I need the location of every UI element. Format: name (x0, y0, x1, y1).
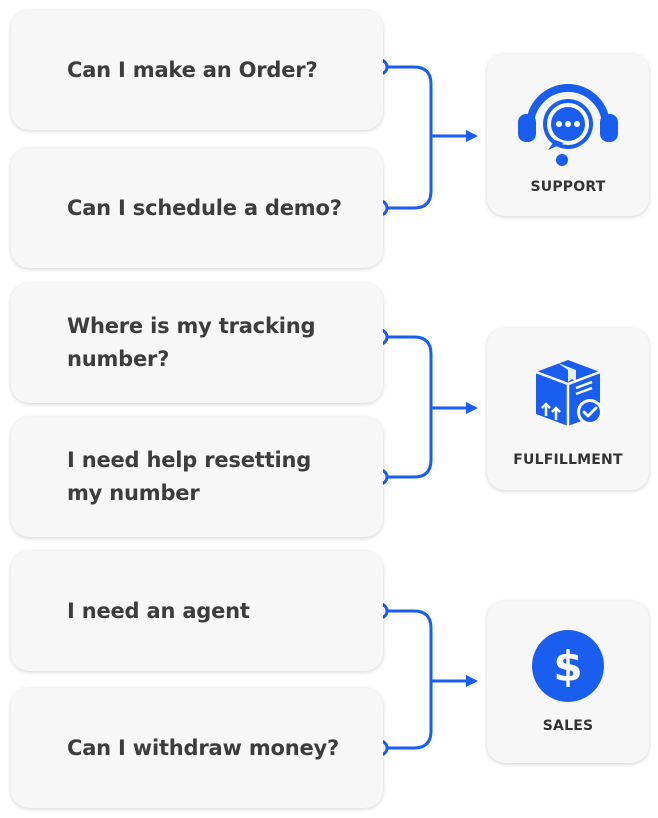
question-text: Where is my tracking number? (67, 314, 316, 371)
department-card-support: SUPPORT (487, 54, 649, 216)
department-label: FULFILLMENT (513, 452, 623, 468)
arrowhead (466, 402, 478, 414)
svg-text:$: $ (553, 642, 582, 691)
question-card: Can I withdraw money? (11, 688, 383, 808)
department-label: SUPPORT (530, 179, 606, 195)
arrowhead (466, 130, 478, 142)
question-text: Can I withdraw money? (67, 735, 339, 760)
question-card: Can I make an Order? (11, 10, 383, 130)
question-text: Can I make an Order? (67, 57, 318, 82)
headset-chat-icon (487, 84, 649, 168)
arrowhead (466, 675, 478, 687)
question-card: I need an agent (11, 551, 383, 671)
question-text: I need an agent (67, 598, 250, 623)
package-check-icon (487, 354, 649, 432)
question-card: I need help resetting my number (11, 417, 383, 537)
department-card-fulfillment: FULFILLMENT (487, 328, 649, 490)
question-card: Can I schedule a demo? (11, 148, 383, 268)
connector-line (386, 65, 433, 210)
question-card: Where is my tracking number? (11, 283, 383, 403)
department-card-sales: $ SALES (487, 601, 649, 763)
connector-line (386, 335, 433, 479)
question-text: I need help resetting my number (67, 448, 312, 505)
department-label: SALES (542, 718, 594, 734)
question-text: Can I schedule a demo? (67, 195, 342, 220)
dollar-icon: $ (487, 630, 649, 702)
connector-line (386, 609, 433, 750)
